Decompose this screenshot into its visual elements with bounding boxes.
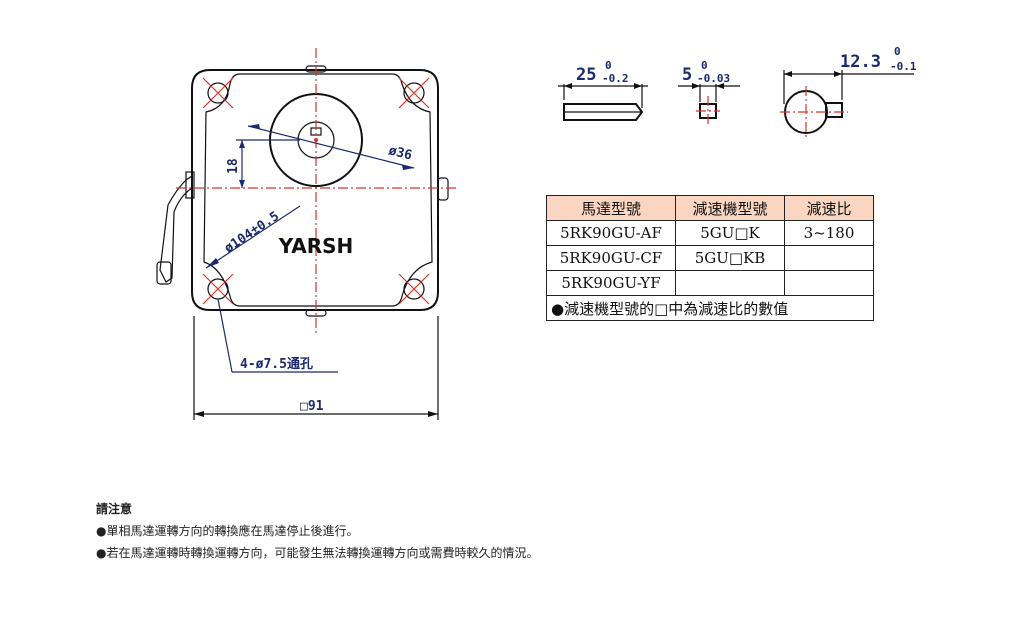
table-note-row: ●減速機型號的□中為減速比的數值 xyxy=(546,295,874,321)
cell-ratio: 3~180 xyxy=(784,220,874,246)
shaft-flat-end-view: 12.3 0 -0.1 xyxy=(780,45,917,138)
key-end-view: 5 0 -0.03 xyxy=(678,59,740,124)
cell-motor-model: 5RK90GU-CF xyxy=(546,245,676,271)
mounting-holes-dimension: 4-ø7.5通孔 xyxy=(240,356,313,372)
model-spec-table: 馬達型號 減速機型號 減速比 5RK90GU-AF 5GU□K 3~180 5R… xyxy=(546,195,874,321)
shaft-length-value: 25 xyxy=(576,65,596,85)
pcd-dimension: ø104±0.5 xyxy=(222,209,282,256)
shaft-length-tol-lower: -0.2 xyxy=(602,72,629,85)
key-width-value: 5 xyxy=(682,65,692,85)
shaft-length-tol-upper: 0 xyxy=(605,59,612,72)
offset-dimension: 18 xyxy=(226,158,241,174)
boss-diameter-dimension: ø36 xyxy=(387,143,414,163)
notes-section: 請注意 ●單相馬達運轉方向的轉換應在馬達停止後進行。 ●若在馬達運轉時轉換運轉方… xyxy=(96,498,538,564)
cell-ratio xyxy=(784,245,874,271)
header-motor-model: 馬達型號 xyxy=(546,195,676,221)
table-row: 5RK90GU-YF xyxy=(546,270,874,296)
header-gearbox-model: 減速機型號 xyxy=(675,195,785,221)
flat-depth-tol-lower: -0.1 xyxy=(890,60,917,73)
table-row: 5RK90GU-CF 5GU□KB xyxy=(546,245,874,271)
table-note: ●減速機型號的□中為減速比的數值 xyxy=(546,295,874,321)
cell-motor-model: 5RK90GU-AF xyxy=(546,220,676,246)
cell-gearbox-model: 5GU□K xyxy=(675,220,785,246)
flat-depth-value: 12.3 xyxy=(840,52,881,72)
notes-heading: 請注意 xyxy=(96,502,133,516)
header-ratio: 減速比 xyxy=(784,195,874,221)
key-width-tol-upper: 0 xyxy=(701,59,708,72)
note-item: ●若在馬達運轉時轉換運轉方向，可能發生無法轉換運轉方向或需費時較久的情況。 xyxy=(96,546,539,560)
motor-front-view: YARSH ø104±0.5 ø36 18 4-ø7.5通孔 □91 xyxy=(156,48,458,420)
cell-gearbox-model: 5GU□KB xyxy=(675,245,785,271)
cell-ratio xyxy=(784,270,874,296)
table-row: 5RK90GU-AF 5GU□K 3~180 xyxy=(546,220,874,246)
brand-label: YARSH xyxy=(278,234,354,258)
cell-gearbox-model xyxy=(675,270,785,296)
cell-motor-model: 5RK90GU-YF xyxy=(546,270,676,296)
key-width-tol-lower: -0.03 xyxy=(697,72,730,85)
square-dimension: □91 xyxy=(300,399,324,414)
flat-depth-tol-upper: 0 xyxy=(894,45,901,58)
shaft-side-view: 25 0 -0.2 xyxy=(558,59,648,121)
note-item: ●單相馬達運轉方向的轉換應在馬達停止後進行。 xyxy=(96,524,359,538)
table-header-row: 馬達型號 減速機型號 減速比 xyxy=(546,195,874,221)
